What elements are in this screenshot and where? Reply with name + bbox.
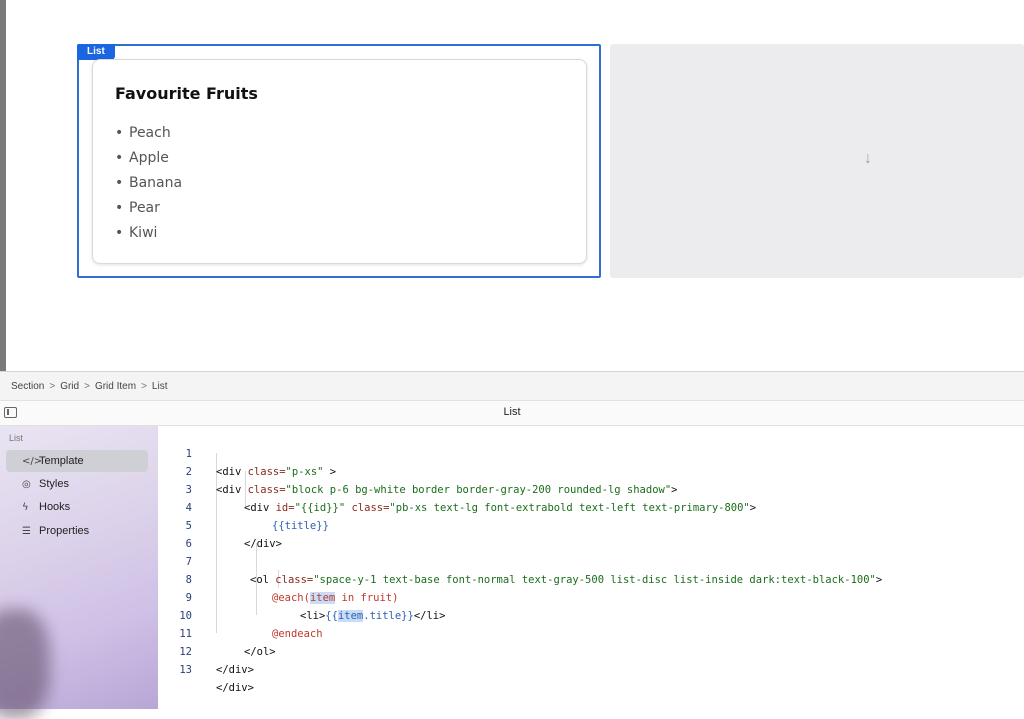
- code-line: 7 <ol class="space-y-1 text-base font-no…: [185, 556, 883, 586]
- bullet-icon: •: [115, 125, 124, 141]
- breadcrumb-separator: >: [141, 380, 147, 392]
- code-line: 3 <div id="{{id}}" class="pb-xs text-lg …: [185, 484, 757, 514]
- code-line: 11 </ol>: [179, 628, 276, 658]
- code-line: 2 <div class="block p-6 bg-white border …: [185, 466, 678, 496]
- list-item: •Pear: [115, 200, 160, 216]
- breadcrumb-item-grid[interactable]: Grid: [60, 380, 80, 392]
- list-icon: ☰: [22, 525, 31, 537]
- palette-icon: ◎: [22, 478, 31, 490]
- sidebar-item-label: Hooks: [39, 501, 71, 513]
- canvas-area: List Favourite Fruits •Peach •Apple •Ban…: [0, 0, 1024, 371]
- code-line: 9 <li>{{item.title}}</li>: [185, 592, 446, 622]
- empty-grid-drop-zone[interactable]: ↓: [610, 44, 1024, 278]
- list-item: •Kiwi: [115, 225, 158, 241]
- list-item: •Peach: [115, 125, 171, 141]
- panel-title: List: [503, 406, 521, 418]
- left-rail: [0, 0, 6, 371]
- code-icon: </>: [22, 455, 43, 467]
- sidebar-item-label: Template: [39, 455, 84, 467]
- sidebar-item-label: Properties: [39, 525, 90, 537]
- card-title: Favourite Fruits: [115, 84, 258, 103]
- fruit-card[interactable]: Favourite Fruits •Peach •Apple •Banana •…: [92, 59, 587, 264]
- sidebar-item-hooks[interactable]: ϟ Hooks: [6, 496, 148, 518]
- panel-header: List: [0, 401, 1024, 426]
- sidebar-item-properties[interactable]: ☰ Properties: [6, 520, 148, 542]
- indent-guide: [216, 453, 217, 633]
- sidebar-item-template[interactable]: </> Template: [6, 450, 148, 472]
- sidebar-item-styles[interactable]: ◎ Styles: [6, 473, 148, 495]
- arrow-down-icon: ↓: [864, 150, 872, 167]
- code-line: 1 <div class="p-xs" >: [185, 448, 337, 478]
- breadcrumb: Section > Grid > Grid Item > List: [0, 371, 1024, 401]
- code-line: 8 @each(item in fruit): [185, 574, 399, 604]
- breadcrumb-item-grid-item[interactable]: Grid Item: [94, 380, 137, 392]
- lightning-icon: ϟ: [22, 501, 29, 513]
- sidebar-heading: List: [9, 433, 24, 443]
- sidebar-background-blur: [0, 609, 50, 719]
- indent-guide: [278, 570, 279, 588]
- code-editor[interactable]: 1 <div class="p-xs" > 2 <div class="bloc…: [158, 426, 1024, 709]
- code-line: 10 @endeach: [179, 610, 323, 640]
- indent-guide: [245, 471, 246, 507]
- bullet-icon: •: [115, 150, 124, 166]
- bullet-icon: •: [115, 200, 124, 216]
- list-item: •Apple: [115, 150, 169, 166]
- code-line: 12 </div>: [179, 646, 254, 676]
- breadcrumb-separator: >: [49, 380, 56, 392]
- breadcrumb-item-section[interactable]: Section: [11, 380, 45, 392]
- editor-sidebar: List </> Template ◎ Styles ϟ Hooks ☰ Pro…: [0, 426, 158, 719]
- list-item: •Banana: [115, 175, 183, 191]
- selected-list-block[interactable]: List Favourite Fruits •Peach •Apple •Ban…: [77, 44, 601, 278]
- bullet-icon: •: [115, 175, 124, 191]
- code-line: 5 </div>: [185, 520, 282, 550]
- code-line: 4 {{title}}: [185, 502, 329, 532]
- code-line: 13 </div>: [179, 664, 254, 694]
- bullet-icon: •: [115, 225, 124, 241]
- sidebar-item-label: Styles: [39, 478, 69, 490]
- fruit-list: •Peach •Apple •Banana •Pear •Kiwi: [115, 124, 182, 249]
- selected-block-tag[interactable]: List: [77, 44, 115, 60]
- sidebar-toggle-icon[interactable]: [4, 407, 17, 418]
- breadcrumb-item-list[interactable]: List: [151, 380, 168, 392]
- code-line: 6: [185, 538, 192, 550]
- breadcrumb-separator: >: [84, 380, 90, 392]
- indent-guide: [256, 543, 257, 615]
